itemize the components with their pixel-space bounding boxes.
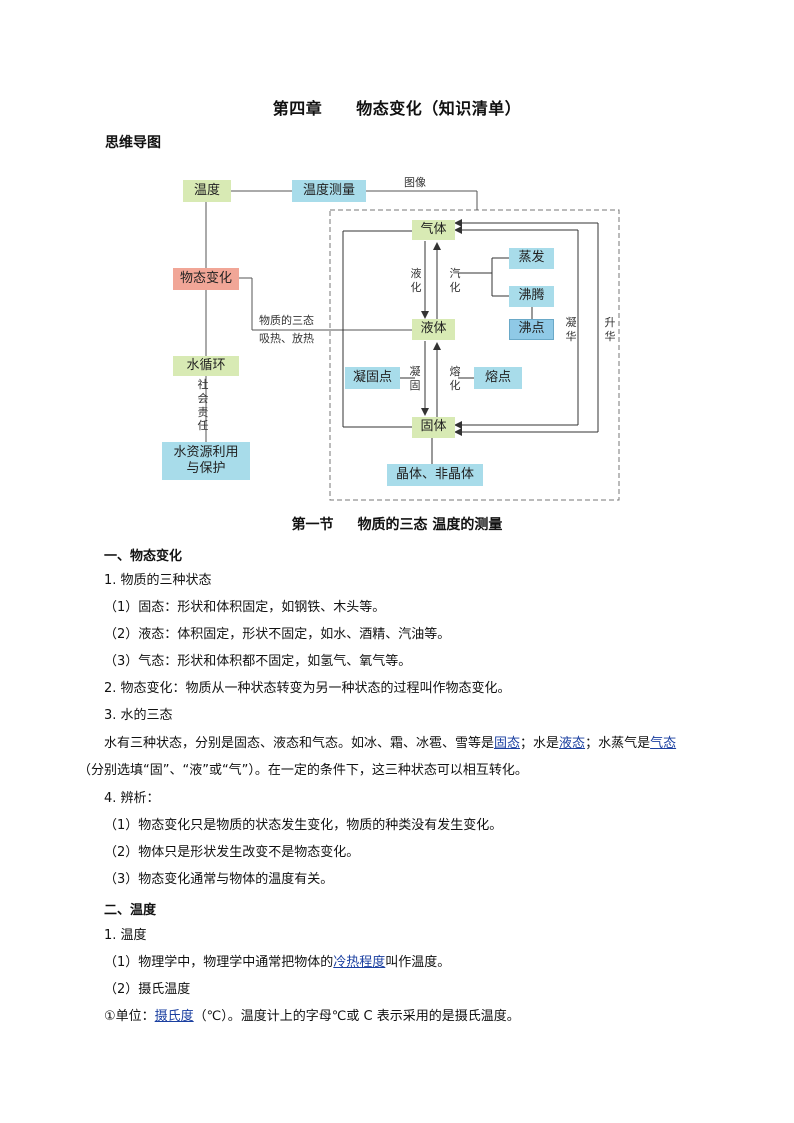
answer-solid: 固态 — [494, 736, 521, 751]
heading-temperature: 二、温度 — [104, 903, 157, 918]
paragraph-water-states: 水有三种状态，分别是固态、液态和气态。如冰、霜、冰雹、雪等是固态；水是液态；水蒸… — [104, 736, 677, 751]
box-temperature-measurement: 温度测量 — [292, 180, 366, 202]
box-solid: 固体 — [412, 417, 455, 438]
heading-state-change: 一、物态变化 — [104, 549, 183, 564]
water-resources-line1: 水资源利用 — [173, 444, 239, 460]
paragraph: （2）液态：体积固定，形状不固定，如水、酒精、汽油等。 — [104, 627, 451, 642]
label-melting: 熔化 — [449, 365, 461, 392]
box-state-change: 物态变化 — [173, 268, 239, 290]
mindmap-heading: 思维导图 — [105, 135, 161, 151]
paragraph: （1）物态变化只是物质的状态发生变化，物质的种类没有发生变化。 — [104, 818, 503, 833]
label-vaporization: 汽化 — [449, 267, 461, 294]
label-heat-absorb-release: 吸热、放热 — [259, 332, 314, 345]
chapter-name: 物态变化（知识清单） — [356, 99, 522, 118]
paragraph-celsius-unit: ①单位：摄氏度（℃）。温度计上的字母℃或 C 表示采用的是摄氏温度。 — [104, 1009, 520, 1024]
paragraph-temperature-def: （1）物理学中，物理学中通常把物体的冷热程度叫作温度。 — [104, 955, 451, 970]
box-temperature: 温度 — [183, 180, 231, 202]
water-resources-line2: 与保护 — [186, 461, 226, 476]
paragraph: 3. 水的三态 — [104, 708, 173, 723]
section-name: 物质的三态 温度的测量 — [357, 517, 503, 533]
mind-map: 温度 温度测量 图像 物态变化 物质的三态 吸热、放热 水循环 社会责任 水资源… — [140, 170, 640, 510]
chapter-number: 第四章 — [272, 99, 323, 118]
mind-map-connectors — [205, 190, 620, 501]
box-melting-point: 熔点 — [474, 367, 522, 389]
paragraph: 1. 温度 — [104, 928, 147, 943]
paragraph: （分别选填“固”、“液”或“气”）。在一定的条件下，这三种状态可以相互转化。 — [78, 763, 528, 778]
paragraph: （2）摄氏温度 — [104, 982, 191, 997]
page-title: 第四章 物态变化（知识清单） — [0, 95, 794, 119]
label-deposition: 凝华 — [565, 316, 577, 343]
label-sublimation: 升华 — [604, 316, 616, 343]
box-boiling: 沸腾 — [509, 286, 554, 307]
section-title: 第一节 物质的三态 温度的测量 — [0, 514, 794, 534]
section-number: 第一节 — [291, 517, 334, 533]
paragraph: 2. 物态变化：物质从一种状态转变为另一种状态的过程叫作物态变化。 — [104, 681, 511, 696]
box-gas: 气体 — [412, 220, 455, 240]
paragraph: 1. 物质的三种状态 — [104, 573, 212, 588]
box-liquid: 液体 — [412, 319, 455, 340]
label-three-states: 物质的三态 — [259, 314, 314, 327]
paragraph: 4. 辨析： — [104, 791, 160, 806]
box-water-resources: 水资源利用 与保护 — [162, 442, 250, 480]
answer-gas: 气态 — [650, 736, 677, 751]
box-evaporation: 蒸发 — [509, 248, 554, 269]
paragraph: （3）气态：形状和体积都不固定，如氢气、氧气等。 — [104, 654, 412, 669]
answer-hot-cold-degree: 冷热程度 — [333, 955, 386, 970]
answer-celsius: 摄氏度 — [154, 1009, 194, 1024]
paragraph: （1）固态：形状和体积固定，如钢铁、木头等。 — [104, 600, 386, 615]
box-boiling-point: 沸点 — [509, 319, 554, 340]
paragraph: （2）物体只是形状发生改变不是物态变化。 — [104, 845, 360, 860]
label-solidification: 凝固 — [409, 365, 421, 392]
label-graph: 图像 — [404, 176, 426, 189]
box-freezing-point: 凝固点 — [345, 367, 400, 389]
box-crystal-noncrystal: 晶体、非晶体 — [387, 464, 483, 486]
label-social-responsibility: 社会责任 — [197, 378, 209, 433]
label-liquefaction: 液化 — [410, 267, 422, 294]
paragraph: （3）物态变化通常与物体的温度有关。 — [104, 872, 334, 887]
box-water-cycle: 水循环 — [173, 356, 239, 376]
answer-liquid: 液态 — [559, 736, 586, 751]
